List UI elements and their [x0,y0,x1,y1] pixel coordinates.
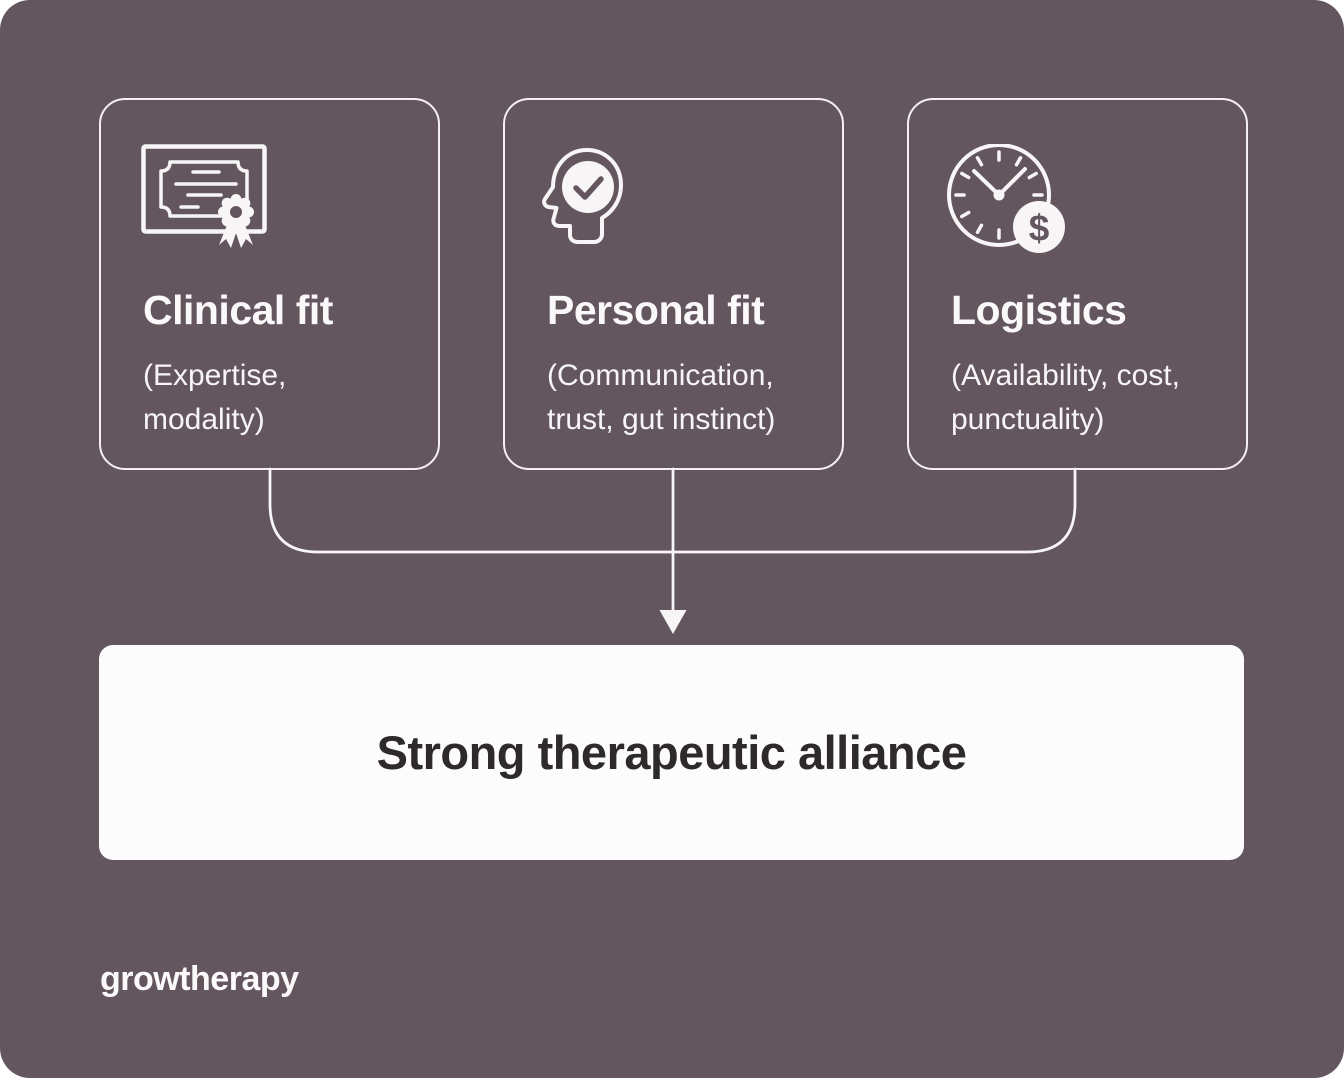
dollar-symbol: $ [1029,208,1050,249]
card-personal-fit: Personal fit (Communication, trust, gut … [503,98,844,470]
certificate-icon [141,144,267,248]
brand-logo: growtherapy [100,960,299,998]
clock-dollar-icon: $ [947,144,1065,253]
result-box: Strong therapeutic alliance [99,645,1244,860]
card-logistics: $ Logistics (Availability, cost, punctua… [907,98,1248,470]
head-check-icon [542,148,623,244]
card-subtitle: (Communication, trust, gut instinct) [547,359,776,436]
card-clinical-fit: Clinical fit (Expertise, modality) [99,98,440,470]
card-subtitle: (Availability, cost, punctuality) [951,359,1180,436]
card-title: Logistics [951,287,1127,333]
card-title: Personal fit [547,287,765,333]
result-label: Strong therapeutic alliance [376,726,967,779]
card-subtitle: (Expertise, modality) [143,359,287,436]
card-title: Clinical fit [143,287,333,333]
arrowhead-icon [659,610,687,634]
